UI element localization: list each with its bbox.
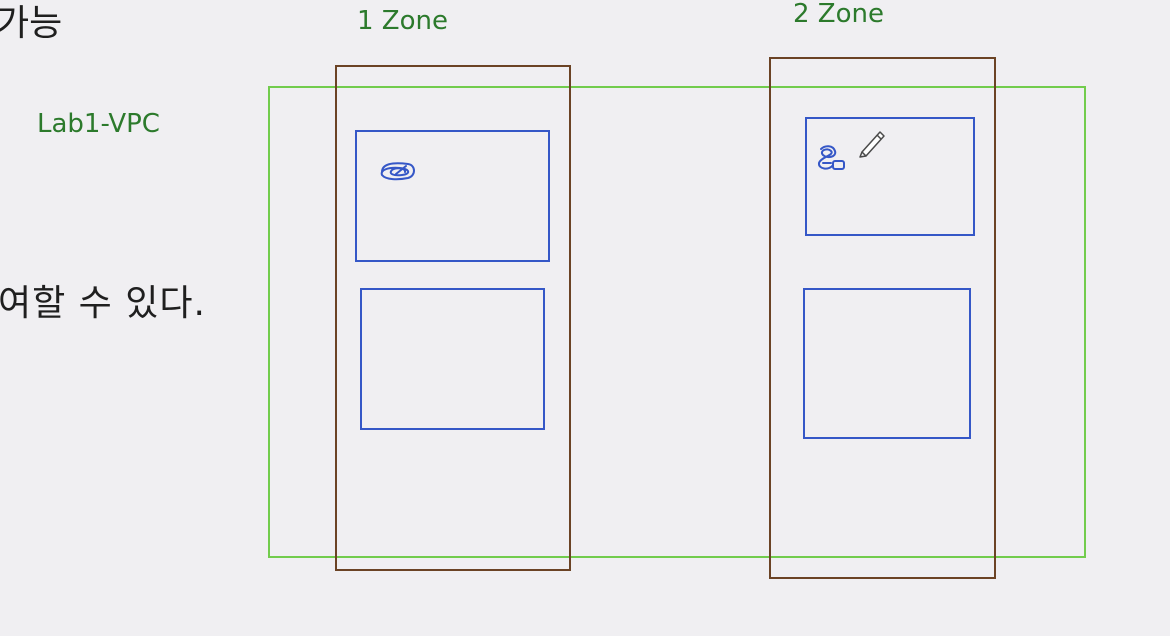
partial-korean-text-top: 가능 — [0, 3, 63, 44]
vpc-box — [268, 86, 1086, 558]
zone-2-box — [769, 57, 996, 579]
zone-2-label: 2 Zone — [793, 0, 884, 29]
zone-1-label: 1 Zone — [357, 6, 448, 36]
pencil-cursor-icon — [859, 131, 885, 158]
vpc-label: Lab1-VPC — [37, 109, 160, 139]
zone-2-subnet-bottom — [803, 288, 971, 439]
zone-1-subnet-bottom — [360, 288, 545, 430]
scribble-icon — [817, 145, 845, 170]
zone-2-subnet-top — [805, 117, 975, 236]
scribble-icon — [380, 162, 415, 181]
zone-1-subnet-top — [355, 130, 550, 262]
zone-1-box — [335, 65, 571, 571]
partial-korean-text-middle: 여할 수 있다. — [0, 283, 206, 324]
